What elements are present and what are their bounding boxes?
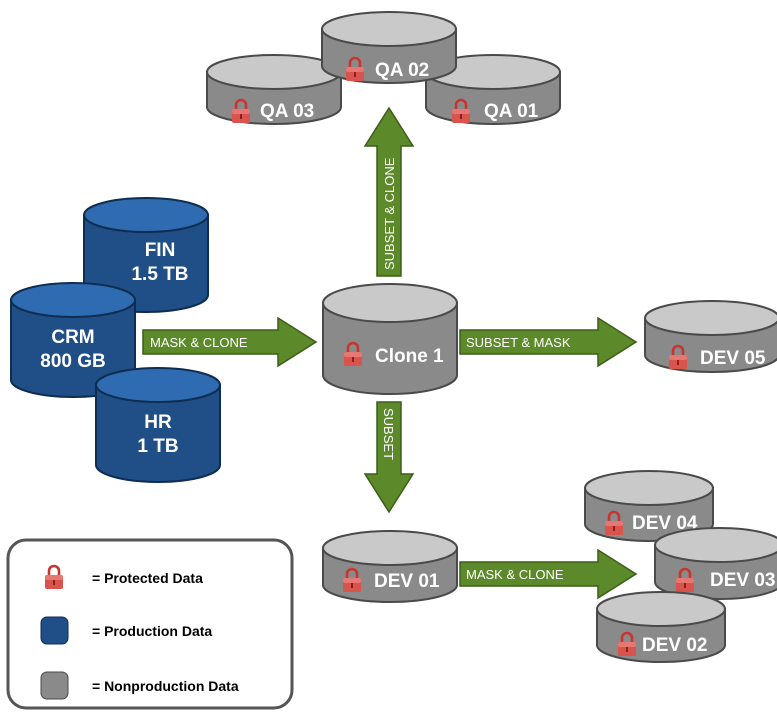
db-clone1: Clone 1	[322, 283, 458, 395]
db-label-qa03: QA 03	[260, 101, 314, 122]
arrow-subset: SUBSET	[363, 401, 415, 514]
db-label-fin-size: 1.5 TB	[131, 264, 188, 285]
db-label-dev02: DEV 02	[642, 635, 707, 656]
db-crm: CRM 800 GB	[10, 282, 136, 398]
nonproduction-swatch	[40, 671, 69, 700]
db-label-dev04: DEV 04	[632, 513, 698, 534]
db-hr: HR 1 TB	[95, 367, 221, 483]
legend-box	[6, 538, 294, 710]
db-label-fin-name: FIN	[145, 240, 176, 261]
legend-protected: = Protected Data	[92, 570, 203, 586]
db-qa01: QA 01	[425, 54, 561, 125]
db-label-hr-name: HR	[144, 412, 172, 433]
arrow-mask-clone-1: MASK & CLONE	[142, 316, 318, 368]
db-label-dev01: DEV 01	[374, 571, 440, 592]
db-dev05: DEV 05	[644, 300, 777, 373]
db-label-qa02: QA 02	[375, 60, 429, 81]
arrow-label: MASK & CLONE	[150, 335, 248, 350]
production-swatch	[40, 616, 69, 645]
arrow-label: SUBSET	[381, 408, 396, 460]
arrow-subset-mask: SUBSET & MASK	[459, 316, 638, 368]
arrow-label: MASK & CLONE	[466, 567, 564, 582]
arrow-subset-clone: SUBSET & CLONE	[363, 106, 415, 277]
arrow-label: SUBSET & MASK	[466, 335, 571, 350]
legend-nonproduction: = Nonproduction Data	[92, 678, 239, 694]
legend-production: = Production Data	[92, 623, 212, 639]
db-label-clone1: Clone 1	[375, 346, 444, 367]
db-dev04: DEV 04	[584, 470, 714, 542]
db-label-dev03: DEV 03	[710, 570, 775, 591]
db-qa02: QA 02	[321, 11, 457, 84]
arrow-label: SUBSET & CLONE	[382, 157, 397, 270]
db-label-qa01: QA 01	[484, 101, 539, 122]
db-label-crm-name: CRM	[51, 327, 94, 348]
db-dev02: DEV 02	[596, 591, 726, 663]
legend: = Protected Data = Production Data = Non…	[6, 538, 294, 710]
db-dev03: DEV 03	[654, 527, 777, 600]
db-label-hr-size: 1 TB	[137, 436, 178, 457]
db-dev01: DEV 01	[322, 530, 458, 603]
db-label-crm-size: 800 GB	[40, 351, 105, 372]
db-label-dev05: DEV 05	[700, 348, 766, 369]
arrow-mask-clone-2: MASK & CLONE	[459, 548, 638, 600]
db-qa03: QA 03	[206, 54, 342, 125]
